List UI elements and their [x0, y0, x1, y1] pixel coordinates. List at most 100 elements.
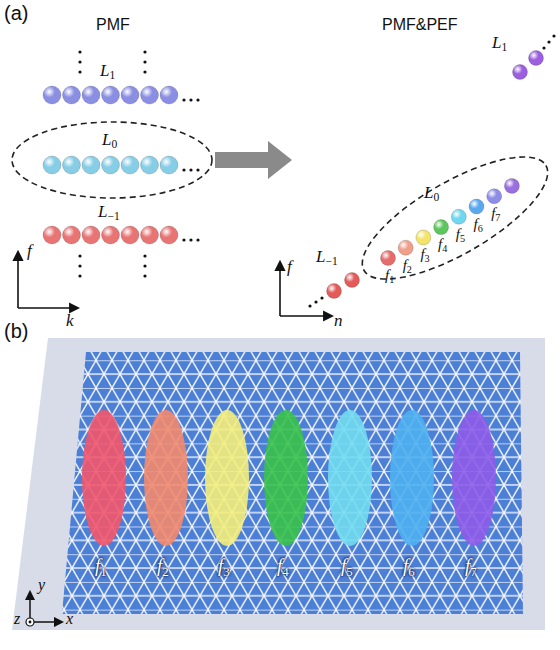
symbol-label: f6	[474, 216, 483, 233]
mode-sphere	[121, 86, 139, 104]
symbol-label: z	[14, 610, 20, 628]
panel-label: PMF&PEF	[382, 16, 458, 34]
mode-sphere	[504, 178, 519, 193]
mode-profile	[144, 410, 188, 546]
mode-sphere	[141, 86, 159, 104]
mode-sphere	[121, 156, 139, 174]
ellipsis-dot	[547, 40, 550, 43]
mode-sphere	[102, 156, 120, 174]
mode-sphere	[327, 284, 342, 299]
ellipsis-dot	[314, 300, 317, 303]
symbol-label: f3	[420, 246, 429, 263]
ellipsis-dot	[182, 98, 185, 101]
symbol-label: f	[27, 242, 32, 261]
symbol-label: f4	[438, 236, 447, 253]
mode-sphere	[345, 273, 360, 288]
dashed-enclosure	[346, 134, 560, 301]
mode-sphere	[82, 86, 100, 104]
mode-profile	[328, 410, 372, 546]
symbol-label: x	[66, 610, 73, 628]
mode-sphere	[416, 230, 431, 245]
ellipsis-dot	[196, 238, 199, 241]
symbol-label: f2	[157, 556, 169, 577]
mode-sphere	[160, 86, 178, 104]
mode-sphere	[43, 156, 61, 174]
ellipsis-dot	[78, 60, 81, 63]
ellipsis-dot	[78, 50, 81, 53]
symbol-label: n	[334, 312, 343, 331]
ellipsis-dot	[78, 264, 81, 267]
ellipsis-dot	[143, 50, 146, 53]
mode-sphere	[43, 226, 61, 244]
symbol-label: f7	[465, 556, 477, 577]
symbol-label: L−1	[98, 203, 120, 222]
mode-profiles	[82, 410, 496, 546]
ellipsis-dot	[320, 296, 323, 299]
symbol-label: L0	[102, 131, 117, 150]
symbol-label: f	[287, 258, 292, 277]
mode-sphere	[381, 251, 396, 266]
axis-site-index	[280, 315, 332, 317]
mode-sphere	[160, 226, 178, 244]
ellipsis-dot	[189, 98, 192, 101]
symbol-label: L1	[492, 34, 507, 53]
mode-profile	[390, 410, 434, 546]
symbol-label: L1	[100, 62, 115, 81]
mode-sphere	[63, 86, 81, 104]
symbol-label: f5	[341, 556, 353, 577]
ellipsis-dot	[143, 264, 146, 267]
mode-sphere	[121, 226, 139, 244]
symbol-label: f7	[491, 205, 500, 222]
symbol-label: f3	[218, 556, 230, 577]
symbol-label: f4	[277, 556, 289, 577]
ellipsis-dot	[143, 274, 146, 277]
panel-label: (a)	[4, 2, 28, 24]
ellipsis-dot	[552, 34, 555, 37]
ellipsis-dot	[196, 168, 199, 171]
panel-label: PMF	[96, 16, 130, 34]
axis-z	[26, 618, 34, 626]
mode-sphere	[160, 156, 178, 174]
axis-momentum	[18, 307, 78, 309]
ellipsis-dot	[78, 70, 81, 73]
ellipsis-dot	[182, 238, 185, 241]
mode-sphere	[513, 65, 528, 80]
dashed-enclosure	[12, 122, 212, 198]
mode-sphere	[102, 226, 120, 244]
mode-sphere	[434, 220, 449, 235]
ellipsis-dot	[78, 254, 81, 257]
mode-sphere	[141, 226, 159, 244]
ellipsis-dot	[143, 60, 146, 63]
symbol-label: f2	[403, 257, 412, 274]
sphere-group	[43, 34, 556, 307]
triangular-lattice	[62, 352, 523, 614]
mode-sphere	[63, 226, 81, 244]
mode-sphere	[529, 51, 544, 66]
mode-sphere	[487, 189, 502, 204]
axis-z-dot	[29, 621, 32, 624]
ellipsis-dot	[542, 46, 545, 49]
mode-sphere	[43, 86, 61, 104]
transition-arrow	[215, 141, 292, 179]
ellipsis-dot	[308, 304, 311, 307]
mode-sphere	[63, 156, 81, 174]
axis-frequency	[279, 262, 281, 316]
mode-sphere	[398, 240, 413, 255]
mode-profile	[452, 410, 496, 546]
symbol-label: f6	[403, 556, 415, 577]
axis-x	[30, 621, 62, 623]
mode-sphere	[82, 156, 100, 174]
ellipsis-dot	[189, 238, 192, 241]
symbol-label: f5	[456, 226, 465, 243]
symbol-label: y	[38, 576, 45, 594]
symbol-label: k	[66, 312, 74, 331]
ellipsis-dot	[143, 70, 146, 73]
mode-sphere	[141, 156, 159, 174]
mode-profile	[82, 410, 126, 546]
mode-sphere	[451, 209, 466, 224]
mode-profile	[205, 410, 249, 546]
symbol-label: f1	[385, 267, 394, 284]
ellipsis-dot	[189, 168, 192, 171]
ellipsis-dot	[196, 98, 199, 101]
